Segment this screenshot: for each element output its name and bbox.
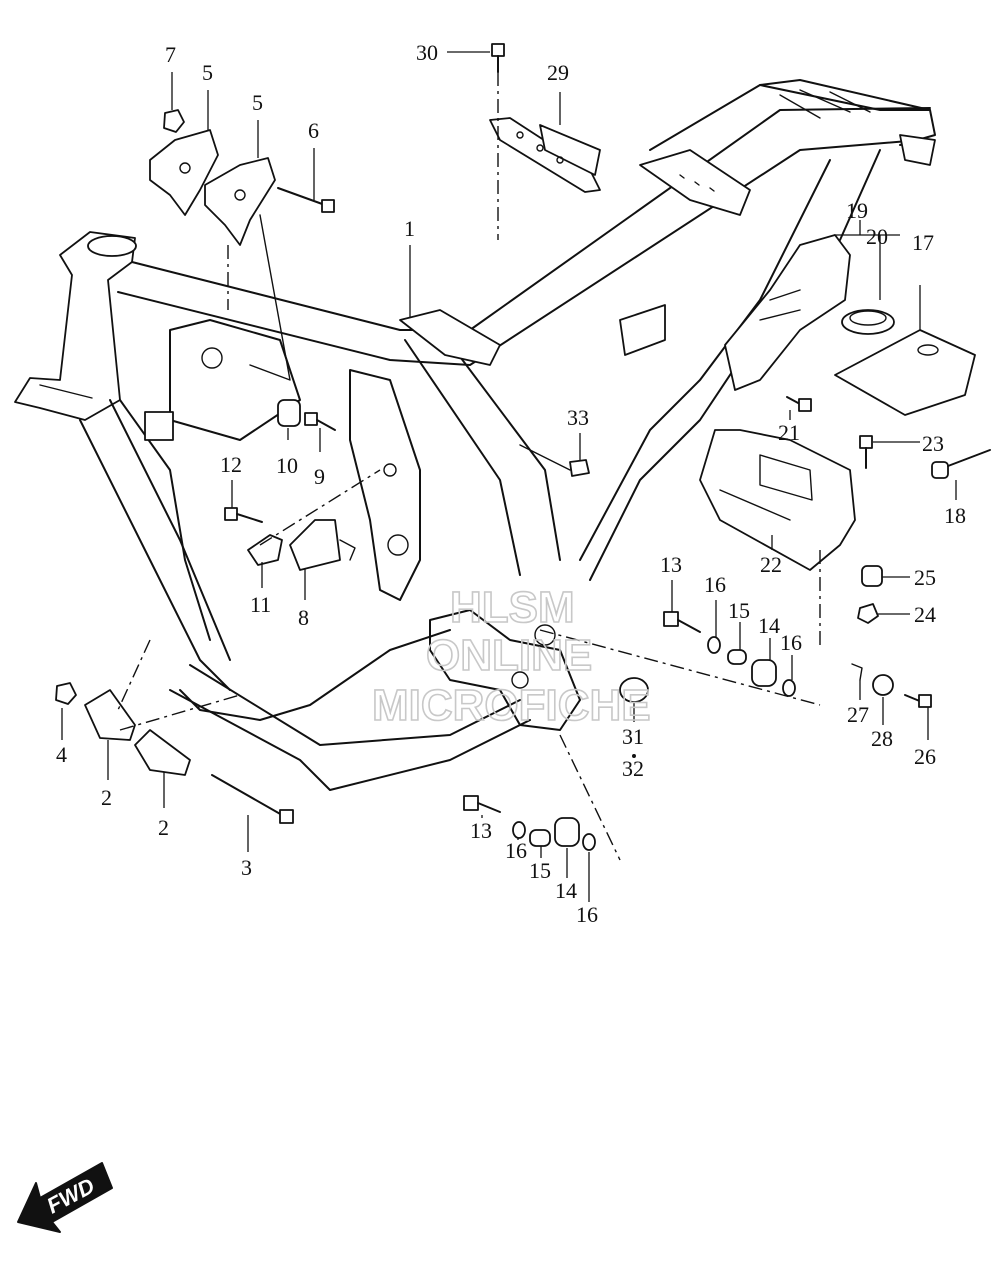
callout-27: 27 bbox=[847, 702, 869, 727]
part-16-washer-lower-b[interactable] bbox=[582, 833, 596, 851]
leader-lines bbox=[61, 51, 957, 902]
assembly-centerlines bbox=[117, 72, 821, 861]
callout-22: 22 bbox=[760, 552, 782, 577]
callout-2a: 2 bbox=[101, 785, 112, 810]
callout-23: 23 bbox=[922, 431, 944, 456]
callout-5b: 5 bbox=[252, 90, 263, 115]
callout-31: 31 bbox=[622, 724, 644, 749]
callout-14a: 14 bbox=[758, 613, 780, 638]
callout-15a: 15 bbox=[728, 598, 750, 623]
callout-26: 26 bbox=[914, 744, 936, 769]
part-33-plug[interactable] bbox=[569, 459, 590, 477]
callout-16c: 16 bbox=[505, 838, 527, 863]
callout-2b: 2 bbox=[158, 815, 169, 840]
callout-8: 8 bbox=[298, 605, 309, 630]
part-23-bolt[interactable] bbox=[859, 435, 873, 469]
part-15-collar-upper[interactable] bbox=[727, 649, 747, 665]
part-29-bracket[interactable] bbox=[489, 117, 601, 193]
callout-7: 7 bbox=[165, 42, 176, 67]
part-8-bracket[interactable] bbox=[289, 519, 356, 571]
callout-25: 25 bbox=[914, 565, 936, 590]
callout-3: 3 bbox=[241, 855, 252, 880]
part-30-bolt[interactable] bbox=[491, 43, 505, 73]
callout-16d: 16 bbox=[576, 902, 598, 927]
part-28-bushing[interactable] bbox=[872, 674, 894, 696]
part-16-washer-lower-a[interactable] bbox=[512, 821, 526, 839]
part-22-cover[interactable] bbox=[699, 429, 856, 571]
callout-10: 10 bbox=[276, 453, 298, 478]
part-4-nut[interactable] bbox=[55, 682, 77, 705]
part-10-spacer[interactable] bbox=[277, 399, 301, 427]
watermark-line1: HLSM bbox=[450, 583, 575, 632]
part-5-mount-plate-b[interactable] bbox=[204, 157, 276, 246]
callout-1: 1 bbox=[404, 216, 415, 241]
part-16-washer-upper-b[interactable] bbox=[782, 679, 796, 697]
callout-29: 29 bbox=[547, 60, 569, 85]
callout-17: 17 bbox=[912, 230, 934, 255]
part-21-bolt[interactable] bbox=[786, 396, 812, 412]
part-18-rod[interactable] bbox=[931, 449, 991, 479]
callout-16b: 16 bbox=[780, 630, 802, 655]
part-14-bushing-lower[interactable] bbox=[554, 817, 580, 847]
part-17-seal-sheet[interactable] bbox=[834, 329, 976, 416]
callout-12: 12 bbox=[220, 452, 242, 477]
part-2-plate-a[interactable] bbox=[84, 689, 136, 741]
callout-28: 28 bbox=[871, 726, 893, 751]
callout-11: 11 bbox=[250, 592, 271, 617]
part-12-bolt[interactable] bbox=[224, 507, 263, 523]
part-2-plate-b[interactable] bbox=[134, 729, 191, 776]
callout-6: 6 bbox=[308, 118, 319, 143]
callout-13b: 13 bbox=[470, 818, 492, 843]
callout-21: 21 bbox=[778, 420, 800, 445]
watermark-line3: MICROFICHE bbox=[372, 681, 651, 730]
callout-4: 4 bbox=[56, 742, 67, 767]
part-13-bolt-upper[interactable] bbox=[663, 611, 701, 633]
callout-20: 20 bbox=[866, 224, 888, 249]
callout-5a: 5 bbox=[202, 60, 213, 85]
part-27-clip[interactable] bbox=[851, 663, 863, 681]
part-24-nut[interactable] bbox=[857, 603, 879, 624]
callout-9: 9 bbox=[314, 464, 325, 489]
callout-33: 33 bbox=[567, 405, 589, 430]
callout-19: 19 bbox=[846, 198, 868, 223]
callout-dot bbox=[632, 754, 636, 758]
callout-32: 32 bbox=[622, 756, 644, 781]
part-25-grommet[interactable] bbox=[861, 565, 883, 587]
callout-16a: 16 bbox=[704, 572, 726, 597]
part-6-bolt[interactable] bbox=[277, 187, 335, 213]
part-14-bushing-upper[interactable] bbox=[751, 659, 777, 687]
main-frame[interactable] bbox=[14, 79, 936, 791]
part-3-bolt[interactable] bbox=[211, 774, 294, 824]
part-19-intake-duct[interactable] bbox=[724, 234, 851, 391]
part-15-collar-lower[interactable] bbox=[529, 829, 551, 847]
callout-14b: 14 bbox=[555, 878, 577, 903]
part-7-nut[interactable] bbox=[163, 109, 185, 133]
part-16-washer-upper-a[interactable] bbox=[707, 636, 721, 654]
watermark-line2: ONLINE bbox=[426, 631, 592, 680]
callout-13a: 13 bbox=[660, 552, 682, 577]
part-26-bolt[interactable] bbox=[904, 694, 932, 708]
callout-30: 30 bbox=[416, 40, 438, 65]
part-11-clamp[interactable] bbox=[247, 534, 283, 566]
watermark: HLSM ONLINE MICROFICHE bbox=[371, 582, 651, 731]
part-9-bolt[interactable] bbox=[304, 412, 336, 431]
part-20-clamp-ring[interactable] bbox=[841, 309, 895, 335]
callout-24: 24 bbox=[914, 602, 936, 627]
fwd-arrow-icon: FWD bbox=[17, 1162, 113, 1233]
callout-15b: 15 bbox=[529, 858, 551, 883]
callout-labels: 30 29 7 5 5 6 1 10 9 12 11 8 4 2 2 3 33 … bbox=[56, 40, 966, 927]
part-13-bolt-lower[interactable] bbox=[463, 795, 501, 813]
part-5-mount-plate-a[interactable] bbox=[149, 129, 219, 216]
callout-18: 18 bbox=[944, 503, 966, 528]
